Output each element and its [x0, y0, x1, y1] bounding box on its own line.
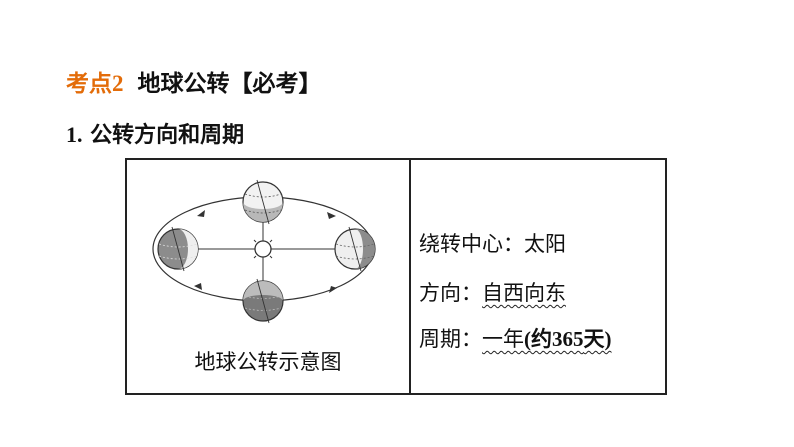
center-value: 太阳 — [524, 232, 566, 256]
center-key: 绕转中心： — [419, 232, 524, 256]
orbit-arrow-icons — [194, 210, 337, 293]
subheading: 1. 公转方向和周期 — [66, 117, 244, 149]
info-table: 地球公转示意图 绕转中心：太阳 方向：自西向东 周期：一年(约365天) — [125, 158, 667, 395]
period-value: 一年(约365天) — [482, 327, 612, 351]
heading-number: 2 — [112, 71, 124, 96]
earth-left-icon — [157, 226, 199, 272]
period-key: 周期： — [419, 327, 482, 351]
subheading-number: 1. — [66, 122, 83, 147]
earth-bottom-icon — [242, 278, 284, 324]
diagram-caption: 地球公转示意图 — [194, 350, 342, 374]
section-heading: 考点2 地球公转【必考】 — [66, 64, 322, 98]
period-paren-open: (约 — [524, 327, 552, 351]
info-row-period: 周期：一年(约365天) — [419, 323, 612, 353]
info-row-center: 绕转中心：太阳 — [419, 228, 566, 258]
info-row-direction: 方向：自西向东 — [419, 277, 566, 307]
period-tail: 天) — [583, 327, 612, 351]
direction-key: 方向： — [419, 281, 482, 305]
heading-label: 考点 — [66, 71, 112, 97]
direction-value: 自西向东 — [482, 281, 566, 305]
period-value-main: 一年 — [482, 327, 524, 351]
heading-title: 地球公转【必考】 — [137, 71, 322, 97]
period-days-number: 365 — [552, 327, 584, 351]
earth-revolution-diagram — [152, 179, 376, 324]
sun-icon — [250, 236, 276, 262]
earth-right-icon — [334, 226, 376, 272]
earth-top-icon — [242, 179, 284, 225]
subheading-text: 公转方向和周期 — [90, 123, 245, 148]
table-divider — [409, 160, 411, 393]
